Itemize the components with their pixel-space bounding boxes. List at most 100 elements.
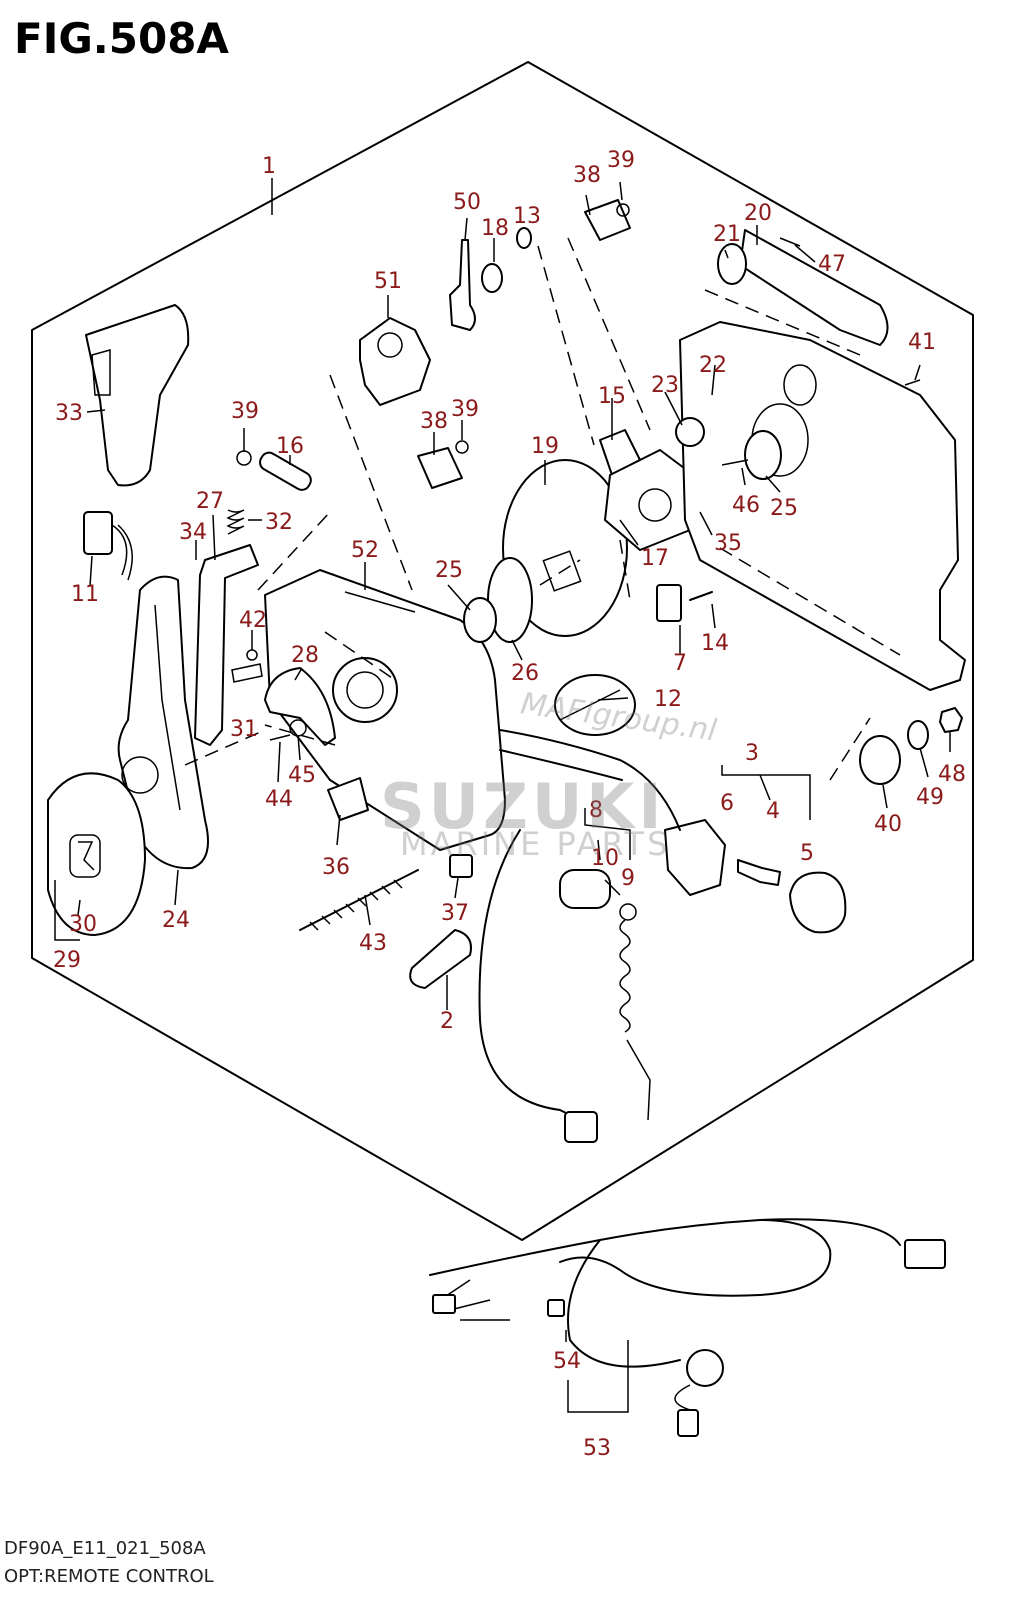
callout-53: 53 xyxy=(583,1436,611,1461)
figure-code: DF90A_E11_021_508A xyxy=(4,1538,206,1559)
detent-plate-28 xyxy=(264,667,336,746)
callout-20: 20 xyxy=(744,201,772,226)
switch-cap-5 xyxy=(789,871,847,934)
callout-5: 5 xyxy=(800,841,814,866)
spring-32 xyxy=(226,509,245,535)
washer-13 xyxy=(516,227,532,249)
washer-21 xyxy=(717,243,747,285)
callout-2: 2 xyxy=(440,1009,454,1034)
link-38-upper xyxy=(584,199,631,241)
figure-caption: OPT:REMOTE CONTROL xyxy=(4,1566,214,1587)
assembly-frame xyxy=(31,61,974,1241)
switch-7 xyxy=(656,584,682,622)
grip-20 xyxy=(739,229,889,346)
callout-33: 33 xyxy=(55,401,83,426)
callout-19: 19 xyxy=(531,434,559,459)
clip-36 xyxy=(327,777,369,821)
dashed-leaders xyxy=(184,237,901,781)
bolt-47 xyxy=(779,237,801,247)
callout-11: 11 xyxy=(71,582,99,607)
clip-37 xyxy=(449,854,473,878)
switch-11 xyxy=(83,511,113,555)
callout-39c: 39 xyxy=(451,397,479,422)
bush-25-right xyxy=(744,430,782,480)
callout-50: 50 xyxy=(453,190,481,215)
callout-54: 54 xyxy=(553,1349,581,1374)
connector-right xyxy=(904,1239,946,1269)
callout-25a: 25 xyxy=(435,558,463,583)
washer-18 xyxy=(481,263,503,293)
callout-7: 7 xyxy=(673,651,687,676)
callout-12: 12 xyxy=(654,687,682,712)
callout-31: 31 xyxy=(230,717,258,742)
callout-34: 34 xyxy=(179,520,207,545)
callout-15: 15 xyxy=(598,384,626,409)
lever-cap xyxy=(47,772,146,936)
callout-3: 3 xyxy=(745,741,759,766)
spacer-40 xyxy=(859,735,901,785)
callouts: 1 2 3 4 5 6 7 8 9 10 11 12 13 14 15 16 1… xyxy=(53,148,966,1461)
right-cover xyxy=(679,321,966,691)
callout-21: 21 xyxy=(713,222,741,247)
callout-27: 27 xyxy=(196,489,224,514)
callout-6: 6 xyxy=(720,791,734,816)
callout-18: 18 xyxy=(481,216,509,241)
handle-grip xyxy=(85,304,190,487)
harness-53 xyxy=(429,1219,832,1368)
callout-37: 37 xyxy=(441,901,469,926)
callout-40: 40 xyxy=(874,812,902,837)
callout-13: 13 xyxy=(513,204,541,229)
callout-22: 22 xyxy=(699,353,727,378)
callout-44: 44 xyxy=(265,787,293,812)
callout-52: 52 xyxy=(351,538,379,563)
callout-28: 28 xyxy=(291,643,319,668)
lanyard-9 xyxy=(619,919,651,1121)
cam-23 xyxy=(675,417,705,447)
bracket-51 xyxy=(359,317,431,406)
harness-wire-lower xyxy=(478,829,581,1121)
callout-16: 16 xyxy=(276,434,304,459)
callout-24: 24 xyxy=(162,908,190,933)
main-switch-6 xyxy=(664,819,726,896)
washer-49 xyxy=(907,720,929,750)
bush-25-left xyxy=(463,597,497,643)
callout-49: 49 xyxy=(916,785,944,810)
callout-43: 43 xyxy=(359,931,387,956)
leader-lines xyxy=(54,178,951,1413)
lever-arm xyxy=(117,575,209,870)
callout-4: 4 xyxy=(766,799,780,824)
callout-42: 42 xyxy=(239,608,267,633)
callout-51: 51 xyxy=(374,269,402,294)
callout-26: 26 xyxy=(511,661,539,686)
callout-25b: 25 xyxy=(770,496,798,521)
callout-39b: 39 xyxy=(231,399,259,424)
callout-9: 9 xyxy=(621,866,635,891)
callout-35: 35 xyxy=(714,531,742,556)
bolt-41 xyxy=(904,379,921,386)
callout-47: 47 xyxy=(818,252,846,277)
callout-39a: 39 xyxy=(607,148,635,173)
cover-2 xyxy=(409,929,472,989)
stop-switch-10 xyxy=(559,869,611,909)
nut-48 xyxy=(939,707,963,733)
callout-1: 1 xyxy=(262,154,276,179)
callout-29: 29 xyxy=(53,948,81,973)
callout-23: 23 xyxy=(651,373,679,398)
callout-17: 17 xyxy=(641,546,669,571)
connector xyxy=(564,1111,598,1143)
callout-41: 41 xyxy=(908,330,936,355)
trim-switch-12 xyxy=(554,674,636,736)
callout-46: 46 xyxy=(732,493,760,518)
callout-10: 10 xyxy=(591,846,619,871)
callout-36: 36 xyxy=(322,855,350,880)
link-38-lower xyxy=(417,447,463,489)
plate-27 xyxy=(194,544,259,746)
callout-38a: 38 xyxy=(573,163,601,188)
link-50 xyxy=(449,239,476,331)
callout-30: 30 xyxy=(69,912,97,937)
throttle-cam-19 xyxy=(502,459,628,637)
callout-32: 32 xyxy=(265,510,293,535)
callout-14: 14 xyxy=(701,631,729,656)
key-4 xyxy=(737,859,781,886)
